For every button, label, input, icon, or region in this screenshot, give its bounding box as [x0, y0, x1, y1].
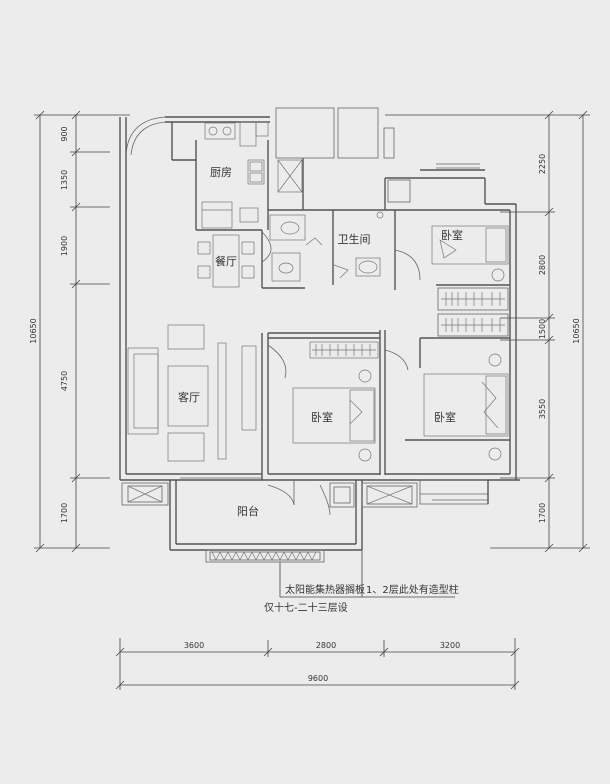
- dining-table: [197, 234, 255, 288]
- bed-center: [292, 369, 376, 462]
- bed-ne: [431, 225, 509, 282]
- dim-left-1: 900: [60, 126, 69, 141]
- wardrobe-hangers: [309, 292, 505, 359]
- room-label-bedroom-center: 卧室: [311, 410, 333, 424]
- bottom-dimension-chain: 3600 2800 3200 9600: [115, 638, 520, 690]
- dim-bottom-3: 3200: [440, 641, 460, 650]
- room-label-bedroom-east: 卧室: [434, 410, 456, 424]
- room-label-living: 客厅: [178, 390, 200, 404]
- doors: [261, 231, 421, 516]
- ac-boxes: [127, 485, 413, 505]
- dim-left-2: 1350: [60, 170, 69, 190]
- dim-right-5: 1700: [538, 503, 547, 523]
- living-sofa-set: [127, 324, 257, 462]
- dim-left-total: 10650: [29, 318, 38, 343]
- column-note: 1、2层此处有造型柱: [366, 583, 459, 596]
- bed-east: [423, 353, 509, 461]
- dim-right-2: 2800: [538, 255, 547, 275]
- dim-left-4: 4750: [60, 371, 69, 391]
- dim-right-total: 10650: [572, 318, 581, 343]
- dim-bottom-2: 2800: [316, 641, 336, 650]
- room-label-bathroom: 卫生间: [338, 232, 371, 246]
- dim-bottom-total: 9600: [308, 674, 328, 683]
- solar-panel: [205, 549, 325, 563]
- room-label-balcony: 阳台: [237, 504, 259, 518]
- annotation-leaders: [279, 550, 455, 598]
- south-windows: [180, 163, 488, 501]
- left-dimension-chain: 900 1350 1900 4750 1700 10650: [29, 110, 130, 553]
- dim-bottom-1: 3600: [184, 641, 204, 650]
- dim-left-5: 1700: [60, 503, 69, 523]
- kitchen-sink: [201, 159, 265, 229]
- room-label-dining: 餐厅: [215, 254, 237, 268]
- dim-right-3: 1500: [538, 319, 547, 339]
- solar-panel-note: 仅十七-二十三层设: [264, 601, 348, 614]
- bathroom-fixtures: [269, 211, 384, 282]
- room-label-kitchen: 厨房: [210, 166, 232, 179]
- room-label-bedroom-ne: 卧室: [441, 228, 463, 242]
- dim-right-1: 2250: [538, 154, 547, 174]
- stove: [204, 121, 269, 147]
- dim-left-3: 1900: [60, 236, 69, 256]
- dim-right-4: 3550: [538, 399, 547, 419]
- walls: [119, 107, 520, 551]
- utility-shaft: [277, 159, 303, 193]
- right-dimension-chain: 2250 2800 1500 3550 1700 10650: [385, 110, 590, 553]
- solar-panel-label: 太阳能集热器搁板: [285, 583, 365, 596]
